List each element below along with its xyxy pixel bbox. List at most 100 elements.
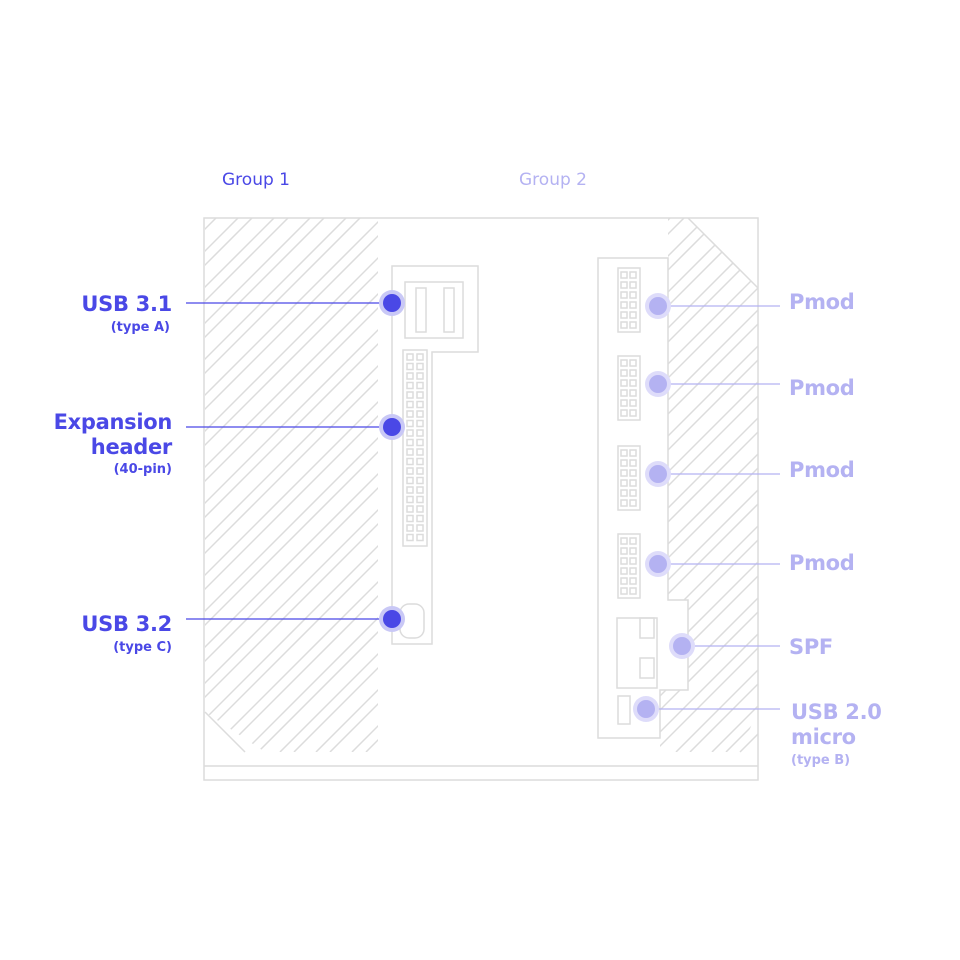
hatch-stroke [942,218,960,752]
hatch-stroke [660,218,758,752]
pmod-pin [629,291,637,299]
hatch-stroke [0,218,418,752]
marker-usb-3-1[interactable] [379,290,405,316]
hatch-stroke [906,218,960,752]
hatch-stroke [856,218,960,752]
pmod-pin [620,469,628,477]
header-pin [416,381,424,390]
pmod-pin [629,587,637,595]
label-expansion-line1: Expansion [54,410,172,434]
header-pin [416,467,424,475]
header-pin [406,429,414,437]
header-pin [416,419,424,428]
pmod-pin [629,577,637,585]
header-pin [416,514,424,523]
hatch-stroke [205,218,378,752]
spf-port [616,617,658,689]
hatch-stroke [0,218,396,752]
hatch-stroke [205,218,378,752]
hatch-stroke [660,218,758,752]
pmod-pin [620,459,628,467]
pmod-pin [620,499,628,507]
hatch-stroke [205,218,378,752]
marker-pmod-2[interactable] [645,371,671,397]
hatch-stroke [660,218,758,752]
callout-lines [186,302,780,710]
hatch-stroke [856,218,960,752]
hatch-stroke [660,218,758,752]
hatch-stroke [205,218,325,752]
label-pmod-1: Pmod [789,290,855,314]
header-pin [406,353,414,361]
hatch-stroke [205,218,361,752]
corner-chamfers [204,217,759,753]
pmod-pin [620,409,628,417]
sublabel-usb-2-0: (type B) [791,753,850,768]
pmod-pin [620,567,628,575]
header-pin [406,524,414,532]
hatch-stroke [205,218,311,752]
pmod-pin [629,469,637,477]
header-pin [406,448,414,456]
marker-usb-2-0[interactable] [633,696,659,722]
hatch-stroke [582,218,960,752]
board-outline [203,217,759,781]
pmod-pin [629,321,637,329]
header-pin [406,505,414,513]
label-pmod-2: Pmod [789,376,855,400]
hatch-stroke [0,218,72,752]
pmod-pin [620,489,628,497]
label-pmod-4: Pmod [789,551,855,575]
header-pin [416,476,424,485]
pmod-pin [629,537,637,545]
hatch-stroke [205,218,378,752]
pmod-pin [629,311,637,319]
header-pin [416,372,424,380]
pmod-pin [620,449,628,457]
pmod-body [617,533,641,599]
pmod-pin [629,567,637,575]
header-pin [416,448,424,456]
hatch-stroke [546,218,960,752]
header-pin [406,410,414,418]
header-pin [406,514,414,523]
marker-pmod-1[interactable] [645,293,671,319]
marker-pmod-4[interactable] [645,551,671,577]
left-connector-strip [391,265,479,645]
hatch-stroke [660,218,758,752]
label-usb-3-1: USB 3.1 [81,292,172,316]
header-pin [416,495,424,504]
pmod-pin [629,369,637,377]
pmod-pin [629,557,637,565]
hatch-stroke [0,218,94,752]
pmod-pin [629,271,637,279]
marker-pmod-3[interactable] [645,461,671,487]
pmod-pin [620,547,628,555]
pmod-pin [629,479,637,487]
sublabel-expansion: (40-pin) [114,462,172,477]
marker-expansion-header[interactable] [379,414,405,440]
pmod-pin [629,409,637,417]
pmod-pin [620,281,628,289]
hatch-stroke [0,218,360,752]
pmod-body [617,355,641,421]
left-hatch-pattern [0,218,960,752]
header-pin [416,429,424,437]
pmod-pin [620,311,628,319]
hatch-stroke [205,218,378,752]
header-pin [416,457,424,466]
pmod-pin [629,499,637,507]
hatch-stroke [205,218,378,752]
header-pin [416,533,424,542]
hatch-stroke [660,218,758,752]
marker-usb-3-2[interactable] [379,606,405,632]
hatch-stroke [660,218,758,752]
pmod-pin [620,379,628,387]
header-pin [406,381,414,390]
hatch-stroke [0,218,58,752]
hatch-stroke [207,218,378,752]
hatch-stroke [660,218,758,752]
hatch-stroke [660,218,758,752]
marker-spf[interactable] [669,633,695,659]
header-pin [406,495,414,504]
